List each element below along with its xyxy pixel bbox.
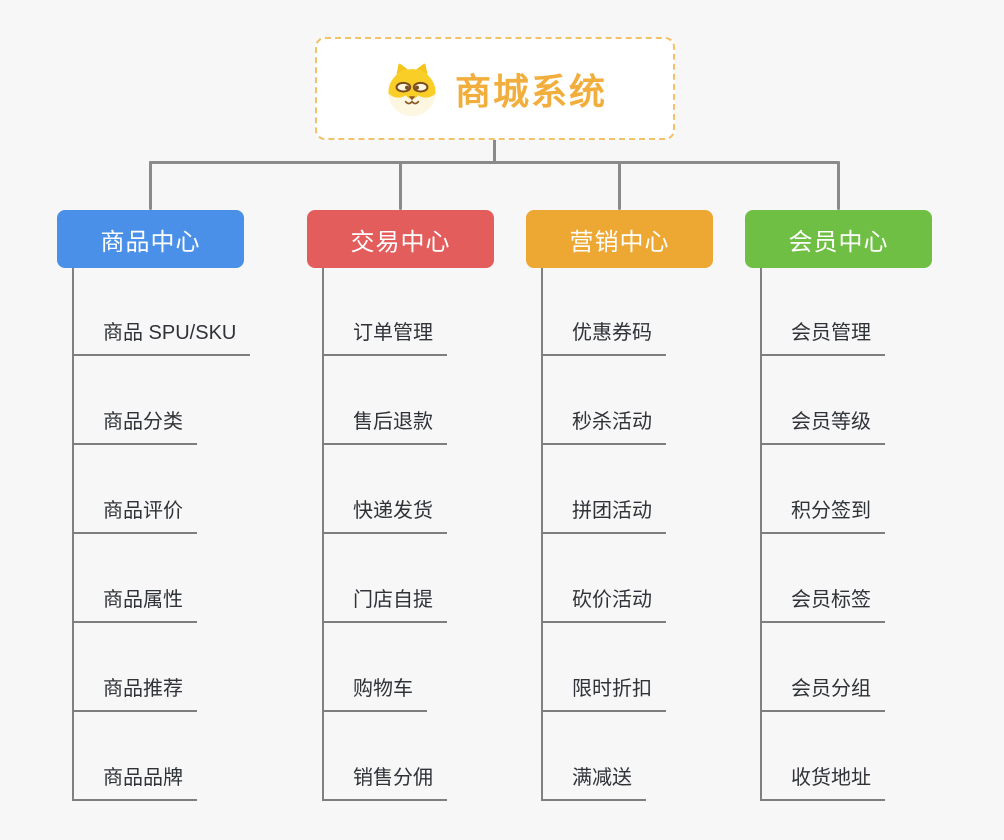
- node-item[interactable]: 秒杀活动: [541, 405, 666, 445]
- branch-child-connector: [322, 268, 324, 801]
- branch-column-trade: 交易中心 订单管理 售后退款 快递发货 门店自提 购物车 销售分佣: [307, 210, 562, 810]
- branch-child-connector: [541, 268, 543, 801]
- node-item[interactable]: 门店自提: [322, 583, 447, 623]
- node-item[interactable]: 售后退款: [322, 405, 447, 445]
- branch-node-marketing[interactable]: 营销中心: [526, 210, 713, 268]
- root-title: 商城系统: [454, 70, 607, 112]
- branch-child-connector: [72, 268, 74, 801]
- branch-drop-connector: [618, 161, 621, 210]
- branch-column-marketing: 营销中心 优惠券码 秒杀活动 拼团活动 砍价活动 限时折扣 满减送: [526, 210, 781, 810]
- node-item[interactable]: 商品推荐: [72, 672, 197, 712]
- node-item[interactable]: 订单管理: [322, 316, 447, 356]
- node-item[interactable]: 会员等级: [760, 405, 885, 445]
- node-item[interactable]: 拼团活动: [541, 494, 666, 534]
- node-item[interactable]: 会员分组: [760, 672, 885, 712]
- node-item[interactable]: 商品 SPU/SKU: [72, 316, 251, 356]
- root-node[interactable]: 商城系统: [315, 37, 675, 140]
- node-item[interactable]: 满减送: [541, 761, 646, 801]
- node-item[interactable]: 限时折扣: [541, 672, 666, 712]
- node-item[interactable]: 砍价活动: [541, 583, 666, 623]
- node-item[interactable]: 商品分类: [72, 405, 197, 445]
- node-item[interactable]: 会员管理: [760, 316, 885, 356]
- branch-node-trade[interactable]: 交易中心: [307, 210, 494, 268]
- node-item[interactable]: 商品品牌: [72, 761, 197, 801]
- branch-node-member[interactable]: 会员中心: [745, 210, 932, 268]
- node-item[interactable]: 优惠券码: [541, 316, 666, 356]
- dog-face-icon: [388, 63, 436, 116]
- branch-horizontal-connector: [149, 161, 840, 164]
- node-item[interactable]: 积分签到: [760, 494, 885, 534]
- node-item[interactable]: 快递发货: [322, 494, 447, 534]
- root-stem-connector: [493, 140, 496, 163]
- branch-drop-connector: [837, 161, 840, 210]
- branch-child-connector: [760, 268, 762, 801]
- node-item[interactable]: 商品属性: [72, 583, 197, 623]
- branch-column-product: 商品中心 商品 SPU/SKU 商品分类 商品评价 商品属性 商品推荐 商品品牌: [57, 210, 312, 810]
- branch-column-member: 会员中心 会员管理 会员等级 积分签到 会员标签 会员分组 收货地址: [745, 210, 1000, 810]
- branch-drop-connector: [149, 161, 152, 210]
- branch-drop-connector: [399, 161, 402, 210]
- node-item[interactable]: 收货地址: [760, 761, 885, 801]
- branch-node-product[interactable]: 商品中心: [57, 210, 244, 268]
- node-item[interactable]: 会员标签: [760, 583, 885, 623]
- node-item[interactable]: 购物车: [322, 672, 427, 712]
- node-item[interactable]: 销售分佣: [322, 761, 447, 801]
- node-item[interactable]: 商品评价: [72, 494, 197, 534]
